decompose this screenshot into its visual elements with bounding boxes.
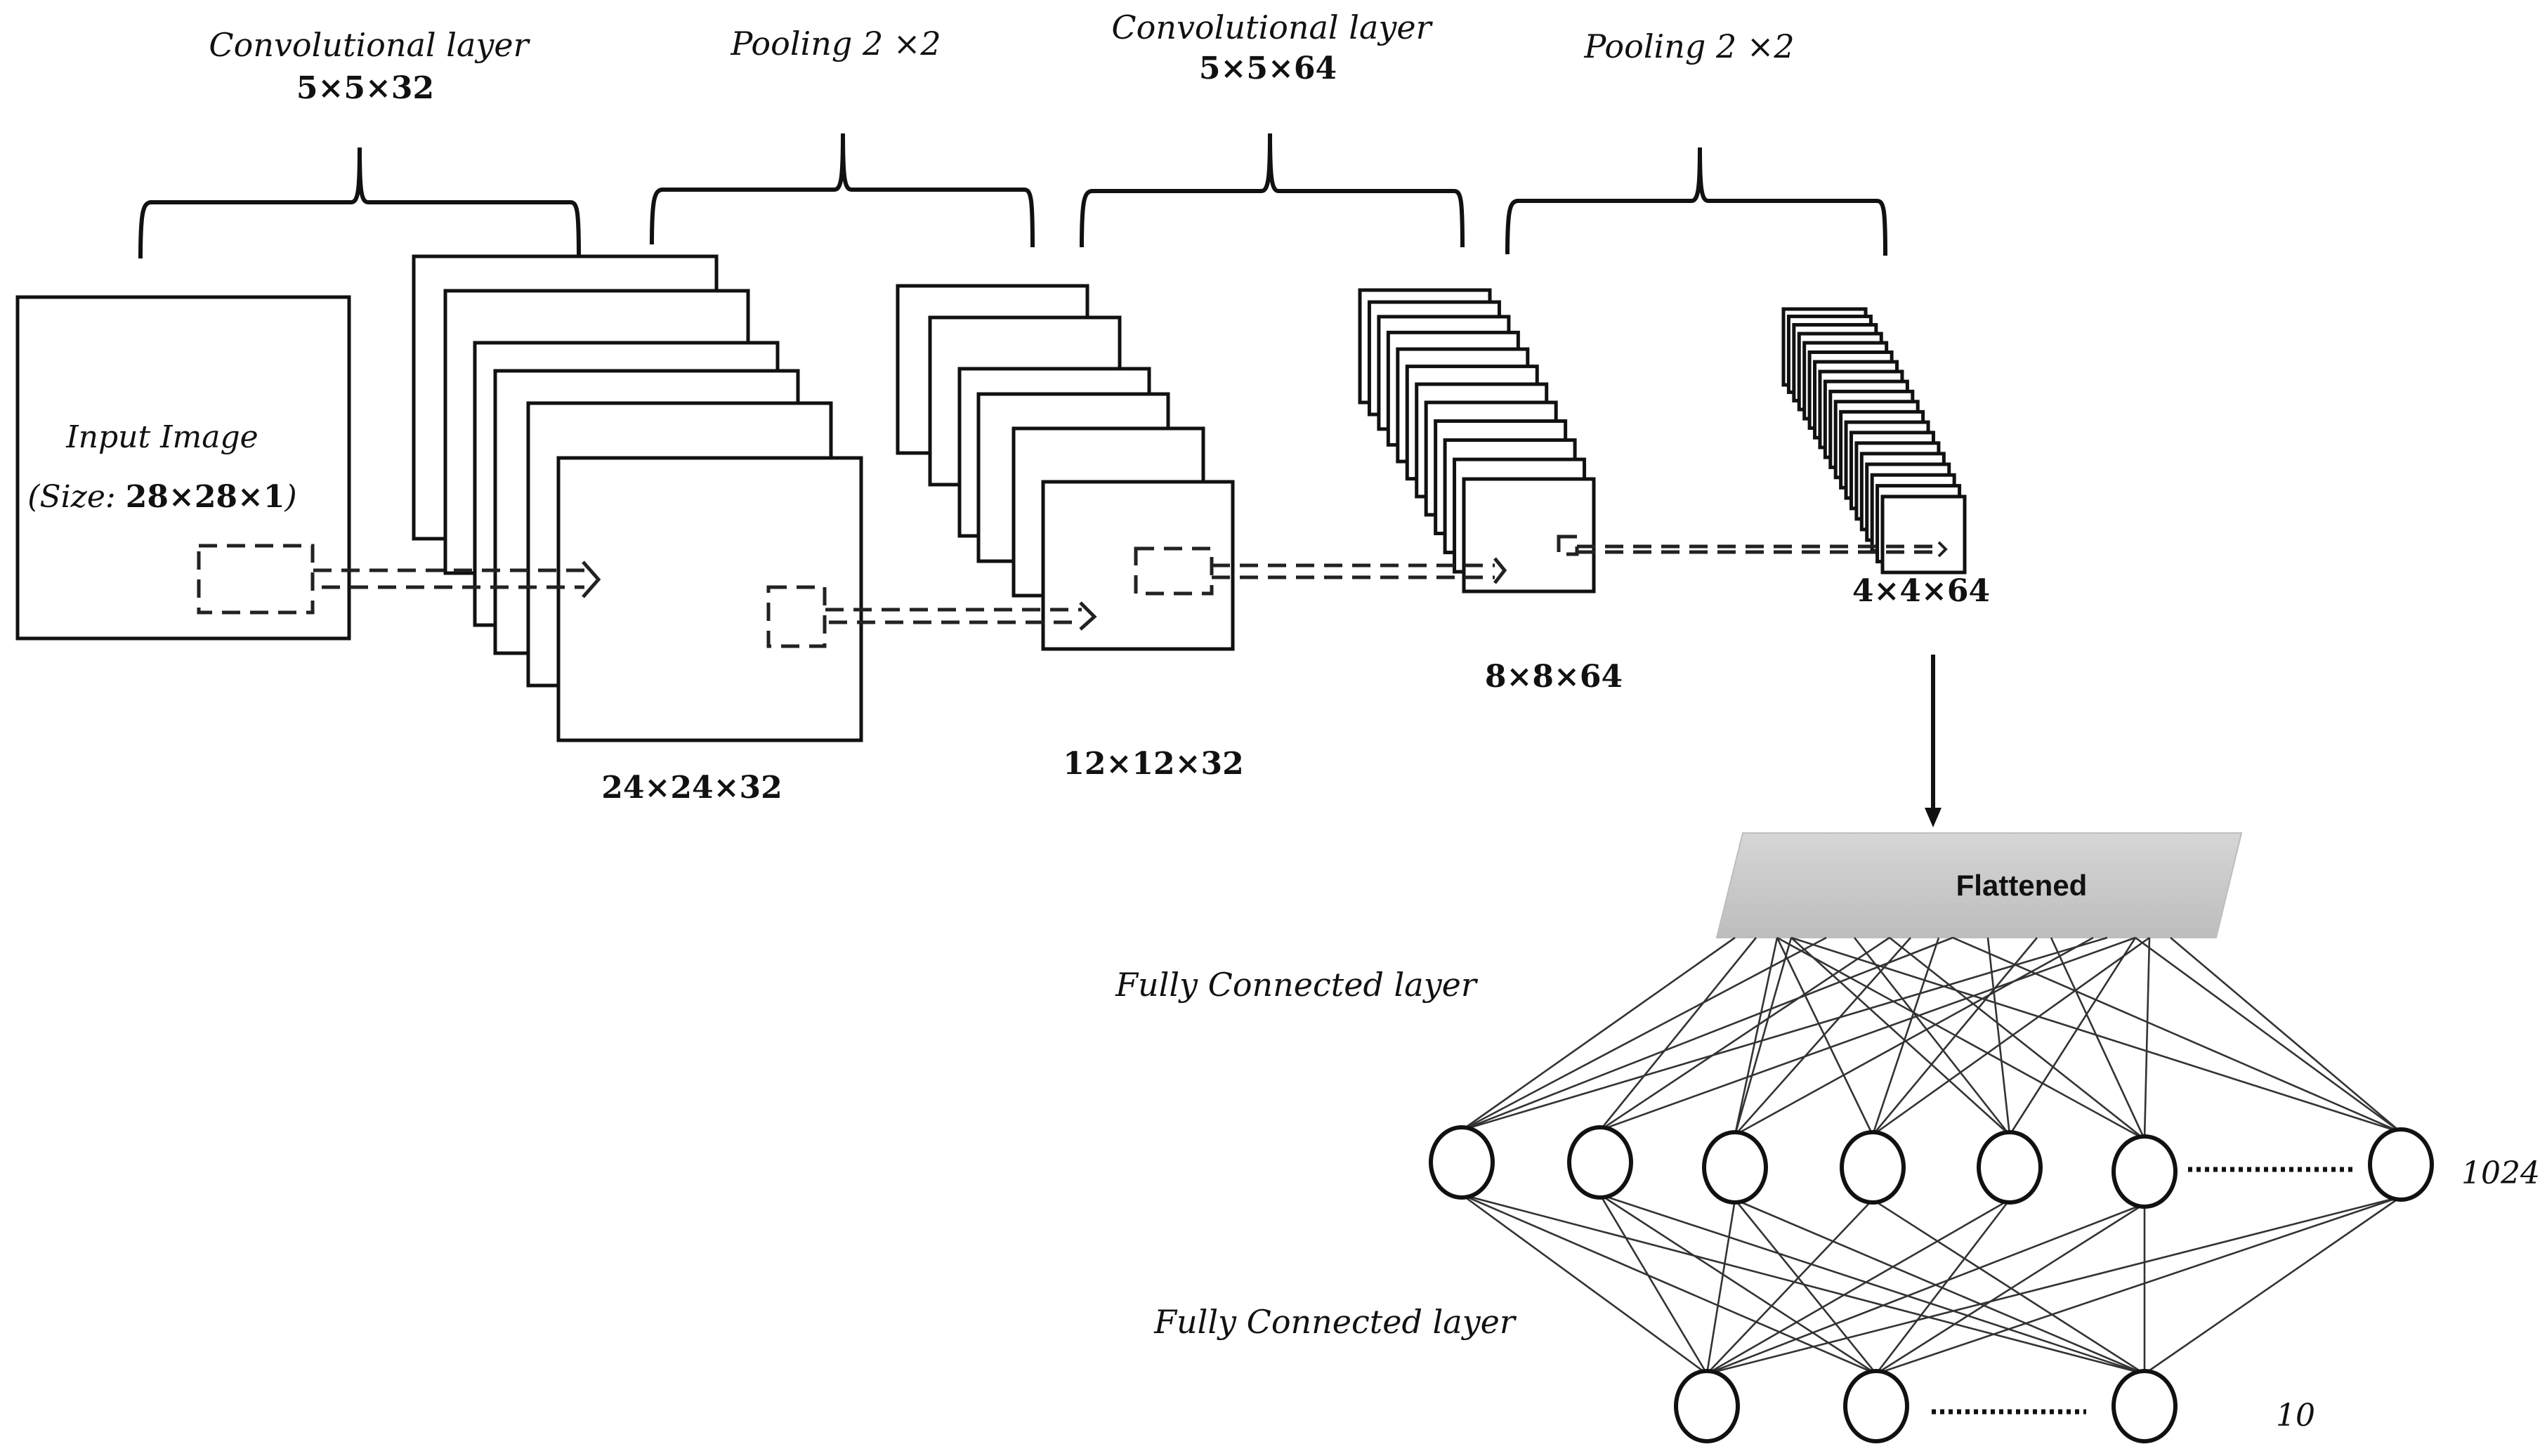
- connection: [1875, 1199, 2011, 1375]
- fc-connections: [1461, 936, 2402, 1375]
- fc1-neuron: [1567, 1125, 1633, 1200]
- pool2-output-size: 4×4×64: [1852, 573, 1990, 609]
- fc1-neuron: [2111, 1134, 2178, 1209]
- dashed-arrow-2: [825, 601, 1097, 631]
- connection: [1706, 1195, 2402, 1375]
- fc2-units: 10: [2276, 1398, 2315, 1434]
- connection: [1461, 936, 1953, 1132]
- connection: [1461, 936, 2108, 1132]
- fc2-title: Fully Connected layer: [1153, 1303, 1517, 1341]
- pool1-output-size: 12×12×32: [1063, 746, 1243, 782]
- fc1-units: 1024: [2461, 1155, 2540, 1191]
- dashed-arrow-1: [313, 560, 601, 598]
- connection: [1461, 1193, 1877, 1375]
- fc1-neuron: [1429, 1125, 1495, 1200]
- pool1-title: Pooling 2 ×2: [730, 25, 941, 63]
- feature-map: [556, 456, 863, 742]
- fc2-neuron: [2111, 1369, 2178, 1443]
- connection: [1734, 936, 2094, 1136]
- fc2-neuron: [1843, 1369, 1909, 1443]
- fc1-neuron: [1702, 1130, 1768, 1205]
- flattened-block: Flattened: [1715, 832, 2243, 938]
- connection: [1599, 1193, 2145, 1375]
- conv2-kernel: 5×5×64: [1199, 51, 1337, 86]
- connection: [2143, 937, 2151, 1140]
- connection: [2170, 937, 2402, 1133]
- pool1-brace: [650, 133, 1035, 248]
- connection: [1853, 937, 2011, 1136]
- input-size: (Size: 28×28×1): [27, 479, 296, 515]
- dashed-arrow-4: [1577, 541, 1948, 558]
- connection: [1875, 1195, 2402, 1375]
- conv1-kernel: 5×5×32: [296, 70, 434, 106]
- conv1-title: Convolutional layer: [209, 26, 530, 64]
- connection: [1461, 936, 1736, 1132]
- connection: [1889, 936, 2145, 1141]
- fc2-nodes: [1674, 1369, 2178, 1443]
- input-image: Input Image (Size: 28×28×1): [15, 295, 351, 641]
- connection: [2135, 936, 2402, 1134]
- connection: [1599, 936, 1890, 1132]
- connection: [1706, 1199, 1873, 1375]
- connection: [1790, 936, 2402, 1134]
- flatten-arrow: [1925, 655, 1942, 827]
- connection: [1461, 936, 1827, 1132]
- connection: [1986, 937, 2011, 1136]
- conv2-title: Convolutional layer: [1111, 8, 1433, 46]
- connection: [1461, 1193, 1708, 1375]
- fc1-title: Fully Connected layer: [1115, 966, 1479, 1004]
- fc1-nodes: [1429, 1125, 2434, 1209]
- connection: [1705, 1199, 1736, 1375]
- pool2-feature-maps: [1781, 307, 1967, 575]
- conv1-output-size: 24×24×32: [601, 770, 782, 806]
- receptive-field-2: [766, 585, 827, 648]
- fc2-neuron: [1674, 1369, 1740, 1443]
- feature-map: [1041, 480, 1235, 651]
- pool2-brace: [1505, 147, 1887, 256]
- connection: [1599, 936, 2136, 1132]
- connection: [1734, 937, 1793, 1136]
- conv2-brace: [1080, 133, 1465, 248]
- connection: [2008, 937, 2137, 1136]
- connection: [1776, 936, 2145, 1141]
- connection: [1734, 1199, 1878, 1375]
- fc1-neuron: [1840, 1130, 1906, 1205]
- connection: [1599, 1194, 1708, 1375]
- connection: [1875, 1202, 2145, 1375]
- receptive-field-3: [1134, 546, 1214, 596]
- conv2-output-size: 8×8×64: [1485, 659, 1623, 695]
- connection: [2144, 1195, 2402, 1375]
- receptive-field-4: [1557, 534, 1579, 556]
- receptive-field-1: [197, 544, 315, 615]
- connection: [1706, 1202, 2145, 1375]
- flattened-label: Flattened: [1956, 869, 2088, 902]
- conv1-brace: [138, 147, 581, 259]
- connection: [1734, 1198, 2145, 1375]
- pool1-feature-maps: [896, 284, 1235, 651]
- connection: [1872, 937, 2038, 1136]
- dashed-arrow-3: [1212, 557, 1507, 584]
- fc1-neuron: [2368, 1127, 2434, 1202]
- connection: [1706, 1198, 2010, 1375]
- input-title: Input Image: [65, 419, 258, 455]
- connection: [1790, 937, 2010, 1136]
- conv1-feature-maps: [412, 254, 863, 742]
- pool2-title: Pooling 2 ×2: [1583, 27, 1794, 65]
- conv2-feature-maps: [1358, 288, 1596, 593]
- connection: [1599, 937, 1757, 1131]
- connection: [1872, 1198, 2145, 1375]
- connection: [1599, 1193, 1877, 1375]
- fc1-neuron: [1977, 1130, 2043, 1205]
- connection: [1871, 937, 1940, 1136]
- connection: [2050, 937, 2146, 1140]
- connection: [1952, 936, 2402, 1134]
- connection: [1776, 937, 1874, 1136]
- connection: [1734, 937, 1779, 1136]
- connection: [1872, 936, 2150, 1136]
- feature-map: [1880, 494, 1967, 575]
